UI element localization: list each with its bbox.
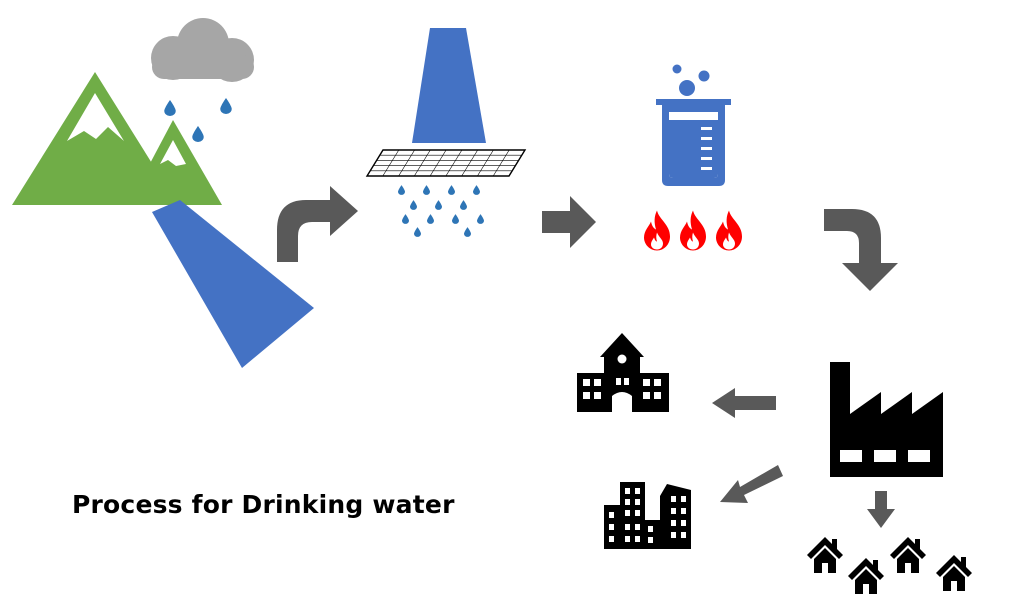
river-stream bbox=[152, 200, 314, 368]
office-buildings-icon bbox=[604, 482, 691, 549]
school-icon bbox=[577, 333, 669, 412]
mountain-icon bbox=[12, 72, 222, 205]
diagram-title: Process for Drinking water bbox=[72, 490, 455, 519]
flow-arrow-2 bbox=[542, 196, 596, 248]
funnel-icon bbox=[412, 28, 486, 143]
flame-icon bbox=[644, 210, 742, 251]
cloud-icon bbox=[151, 18, 254, 82]
flow-arrow-3 bbox=[824, 209, 898, 291]
flow-arrow-to-houses bbox=[867, 491, 895, 528]
filtered-drops bbox=[398, 185, 484, 237]
filter-mesh-icon bbox=[365, 149, 527, 177]
houses-icon bbox=[807, 537, 972, 594]
flow-arrow-to-school bbox=[712, 388, 776, 418]
bubbles-icon bbox=[672, 64, 710, 96]
flow-arrow-to-offices bbox=[720, 465, 783, 503]
factory-icon bbox=[830, 362, 943, 477]
flow-arrow-1 bbox=[277, 186, 358, 262]
beaker-icon bbox=[656, 99, 731, 186]
